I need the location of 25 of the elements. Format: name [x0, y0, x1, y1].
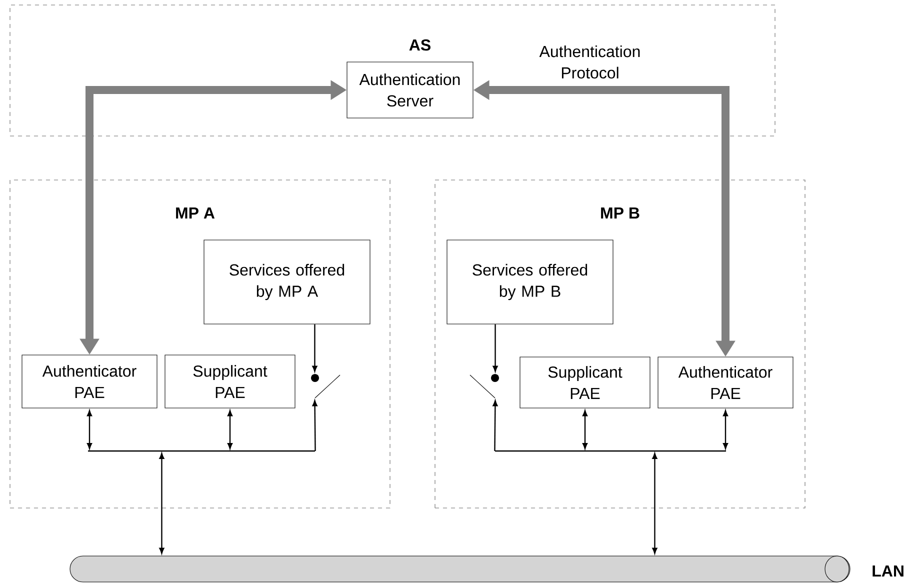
arrow	[227, 410, 233, 450]
switch-symbol	[311, 374, 340, 398]
arrow	[312, 324, 318, 372]
process-box: Supplicant PAE	[164, 354, 296, 408]
arrow	[312, 400, 318, 452]
group-title: AS	[409, 39, 430, 51]
edge-label: Authentication Protocol	[534, 44, 646, 80]
group-title: MP B	[601, 208, 640, 218]
group-title: MP A	[176, 208, 215, 218]
lan-label: LAN	[872, 566, 904, 576]
process-box: Authentication Server	[346, 62, 474, 118]
process-box: Authenticator PAE	[658, 356, 794, 408]
arrow	[492, 324, 498, 372]
process-box: Services offered by MP B	[446, 240, 614, 324]
switch-symbol	[470, 374, 499, 398]
arrow	[722, 410, 728, 450]
process-box: Services offered by MP A	[204, 240, 370, 324]
arrow	[159, 452, 164, 554]
arrow	[492, 400, 498, 452]
process-box: Authenticator PAE	[22, 354, 158, 408]
process-box: Supplicant PAE	[520, 356, 650, 408]
lan-cable	[70, 556, 850, 582]
arrow	[86, 410, 92, 450]
arrow	[582, 410, 588, 450]
arrow	[652, 452, 658, 554]
